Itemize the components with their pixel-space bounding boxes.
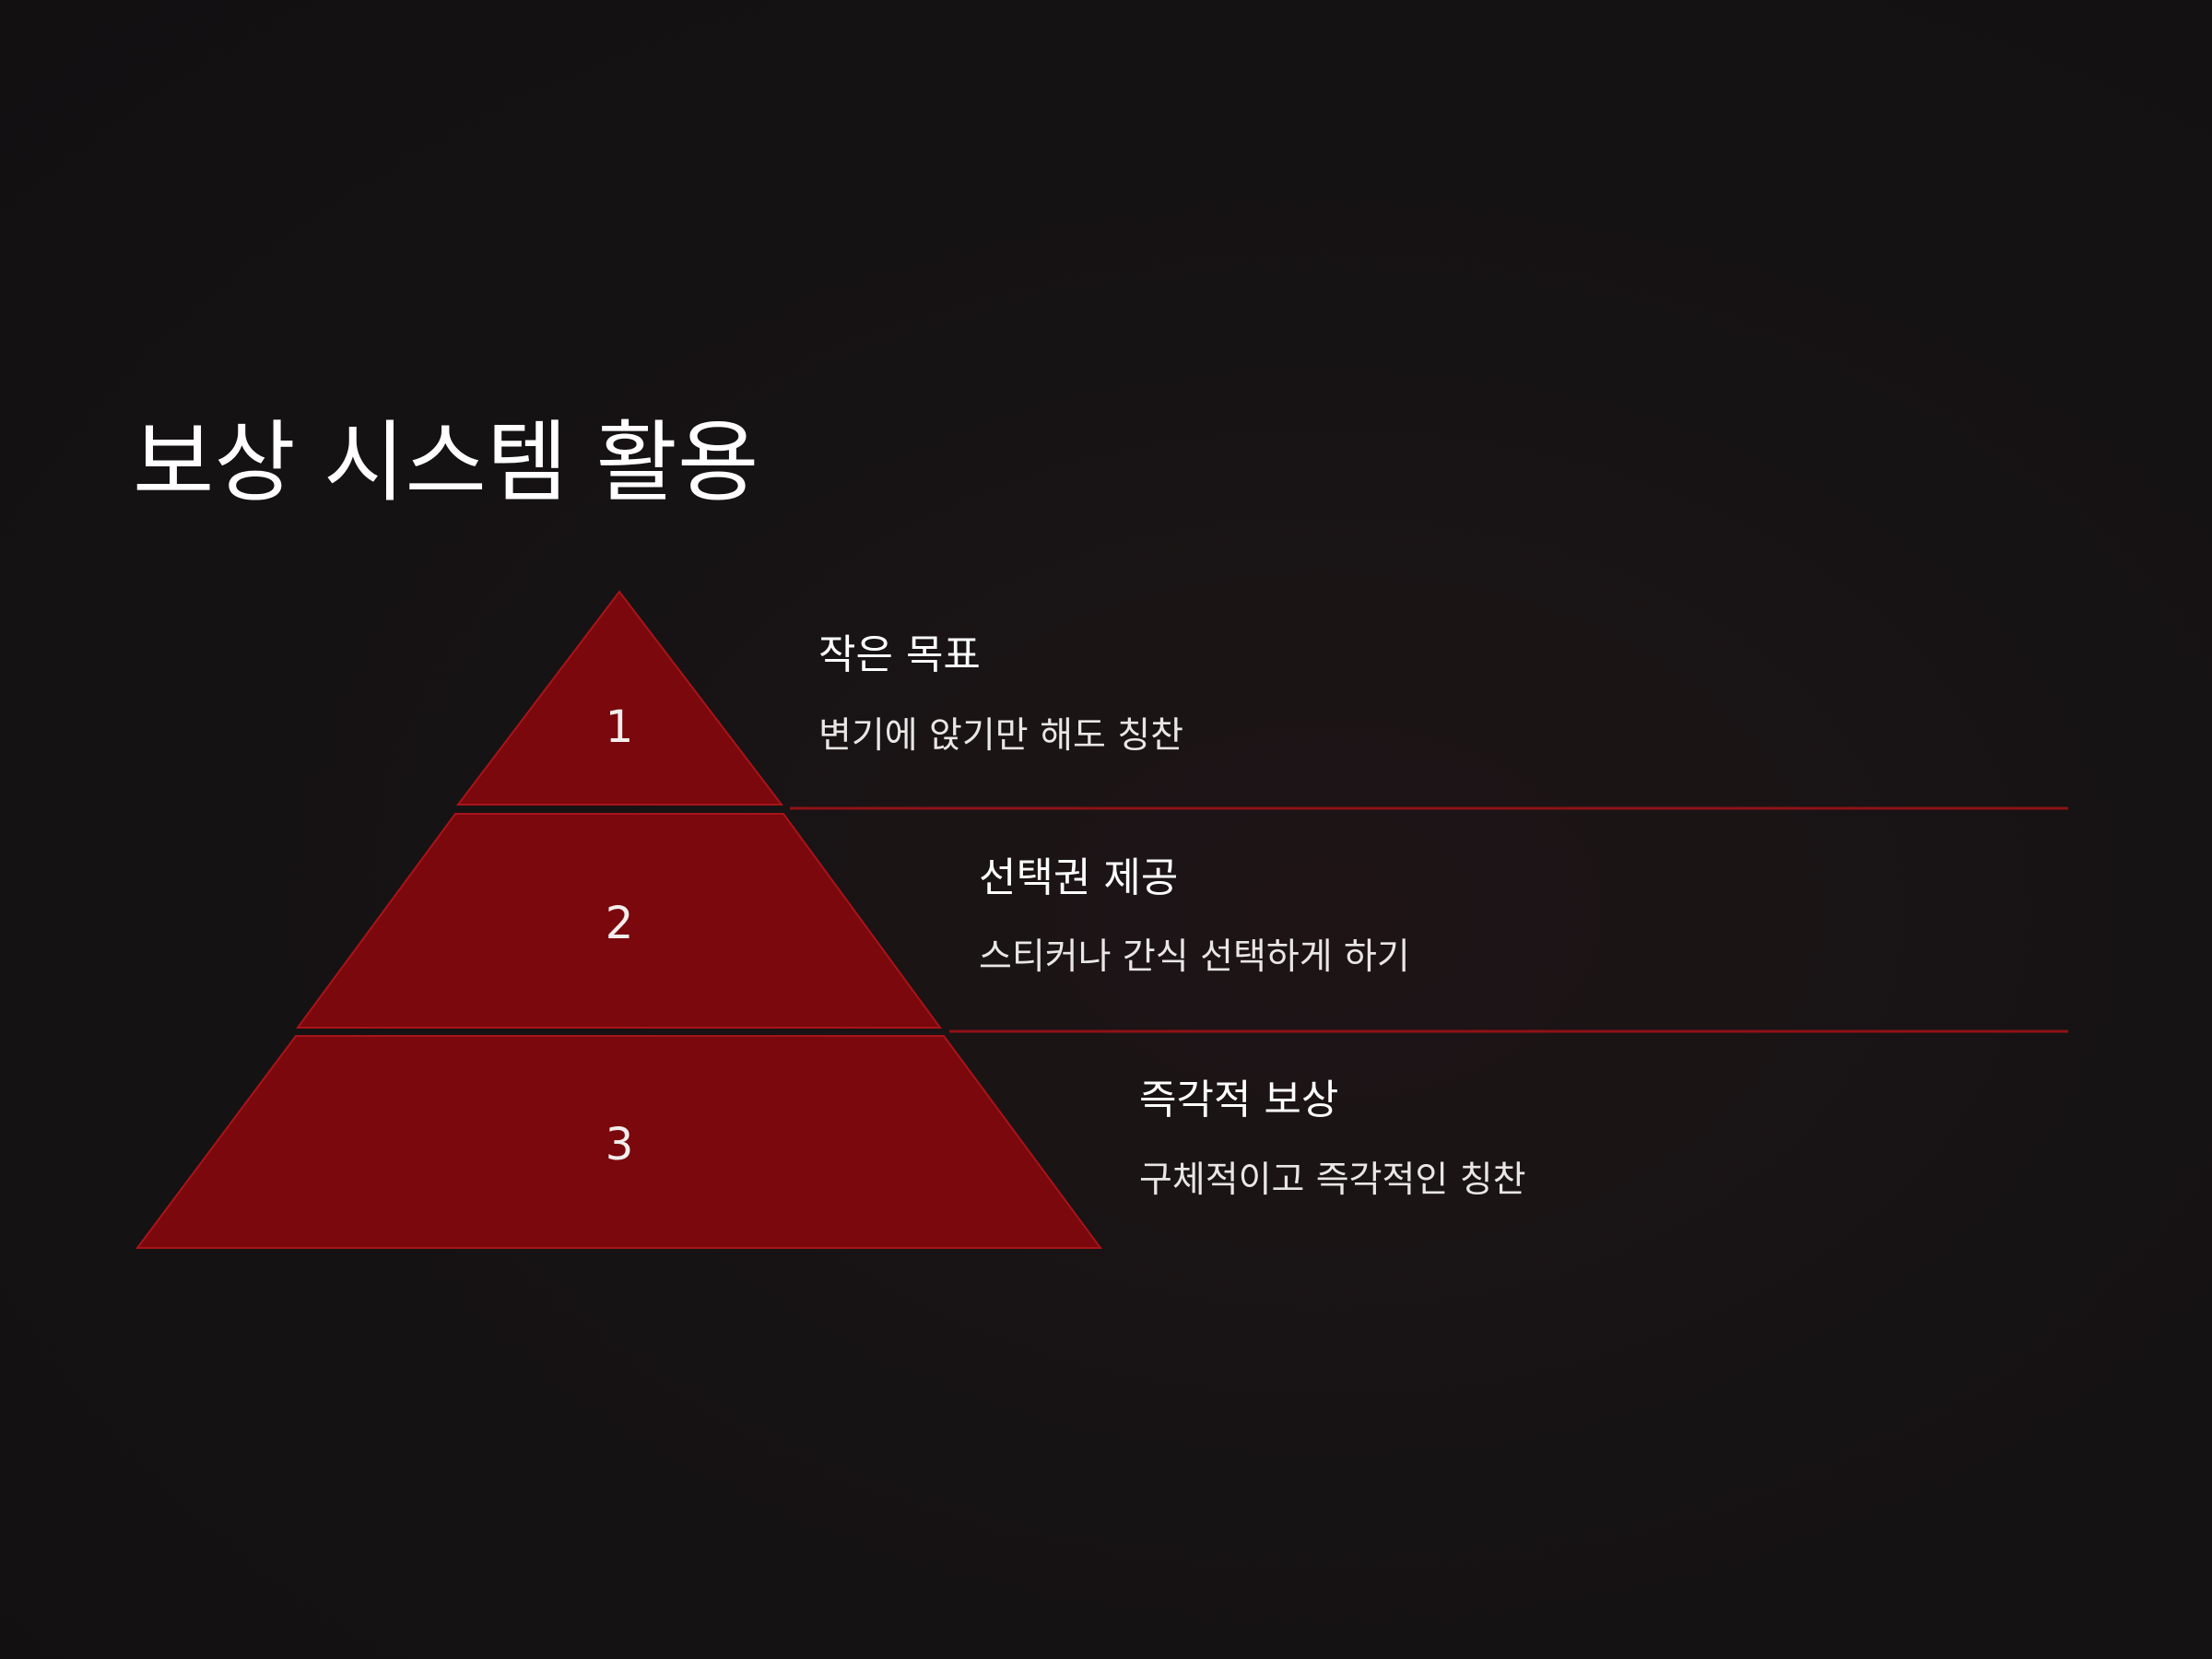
pyramid-tier-1 [455, 590, 784, 806]
tier-3-description: 구체적이고 즉각적인 칭찬 [1139, 1159, 1526, 1201]
tier-2-description: 스티커나 간식 선택하게 하기 [979, 936, 1410, 978]
pyramid-tier-3 [135, 1035, 1102, 1249]
tier-1-number: 1 [606, 701, 634, 753]
tier-3-heading: 즉각적 보상 [1139, 1077, 1339, 1124]
pyramid-tier-2 [296, 813, 942, 1029]
tier-2-heading: 선택권 제공 [979, 854, 1179, 901]
tier-3-number: 3 [606, 1119, 634, 1171]
slide-title: 보상 시스템 활용 [133, 411, 759, 514]
tier-2-number: 2 [606, 898, 634, 949]
tier-1-heading: 작은 목표 [818, 631, 981, 678]
tier-1-description: 변기에 앉기만 해도 칭찬 [818, 715, 1183, 757]
